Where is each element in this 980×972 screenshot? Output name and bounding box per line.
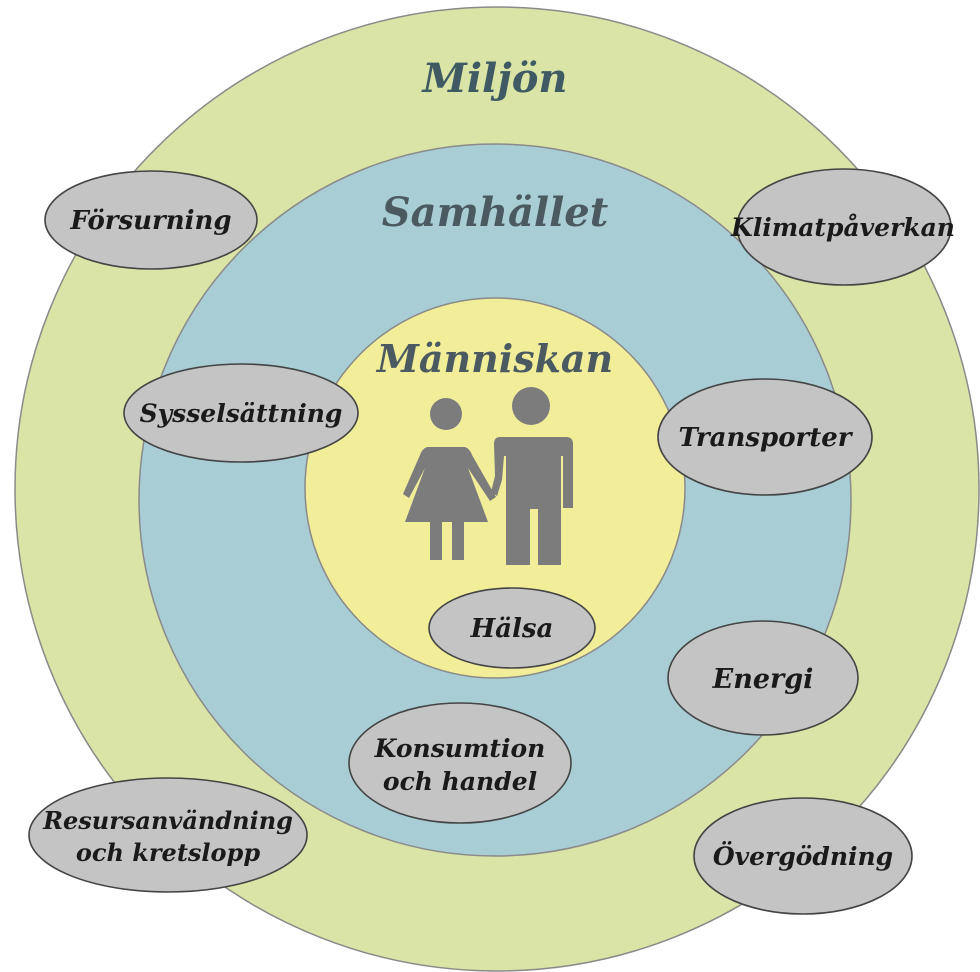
topic-overgodning: Övergödning [693, 797, 913, 915]
topic-forsurning-label: Försurning [69, 206, 231, 236]
topic-transporter: Transporter [657, 378, 873, 496]
topic-resursanvandning: Resursanvändning och kretslopp [28, 777, 308, 893]
topic-konsumtion-label-line2: och handel [383, 767, 537, 796]
outer-ring-title: Miljön [421, 55, 568, 102]
topic-konsumtion-label-line1: Konsumtion [374, 734, 546, 763]
topic-konsumtion: Konsumtion och handel [348, 702, 572, 824]
topic-sysselsattning: Sysselsättning [123, 363, 359, 463]
topic-energi: Energi [667, 620, 859, 736]
topic-klimatpaverkan: Klimatpåverkan [730, 168, 955, 286]
inner-circle-title: Människan [375, 336, 613, 381]
topic-halsa-label: Hälsa [470, 614, 554, 644]
topic-halsa: Hälsa [428, 587, 596, 669]
topic-sysselsattning-label: Sysselsättning [140, 399, 343, 428]
topic-energi-label: Energi [712, 664, 814, 695]
topic-transporter-label: Transporter [678, 423, 853, 453]
topic-klimatpaverkan-label: Klimatpåverkan [730, 213, 955, 242]
topic-resursanvandning-label-line1: Resursanvändning [42, 806, 293, 835]
topic-resursanvandning-label-line2: och kretslopp [76, 838, 260, 867]
topic-forsurning: Försurning [44, 170, 258, 270]
people-couple-icon [403, 387, 573, 565]
middle-ring-title: Samhället [382, 189, 609, 236]
topic-overgodning-label: Övergödning [713, 842, 893, 871]
